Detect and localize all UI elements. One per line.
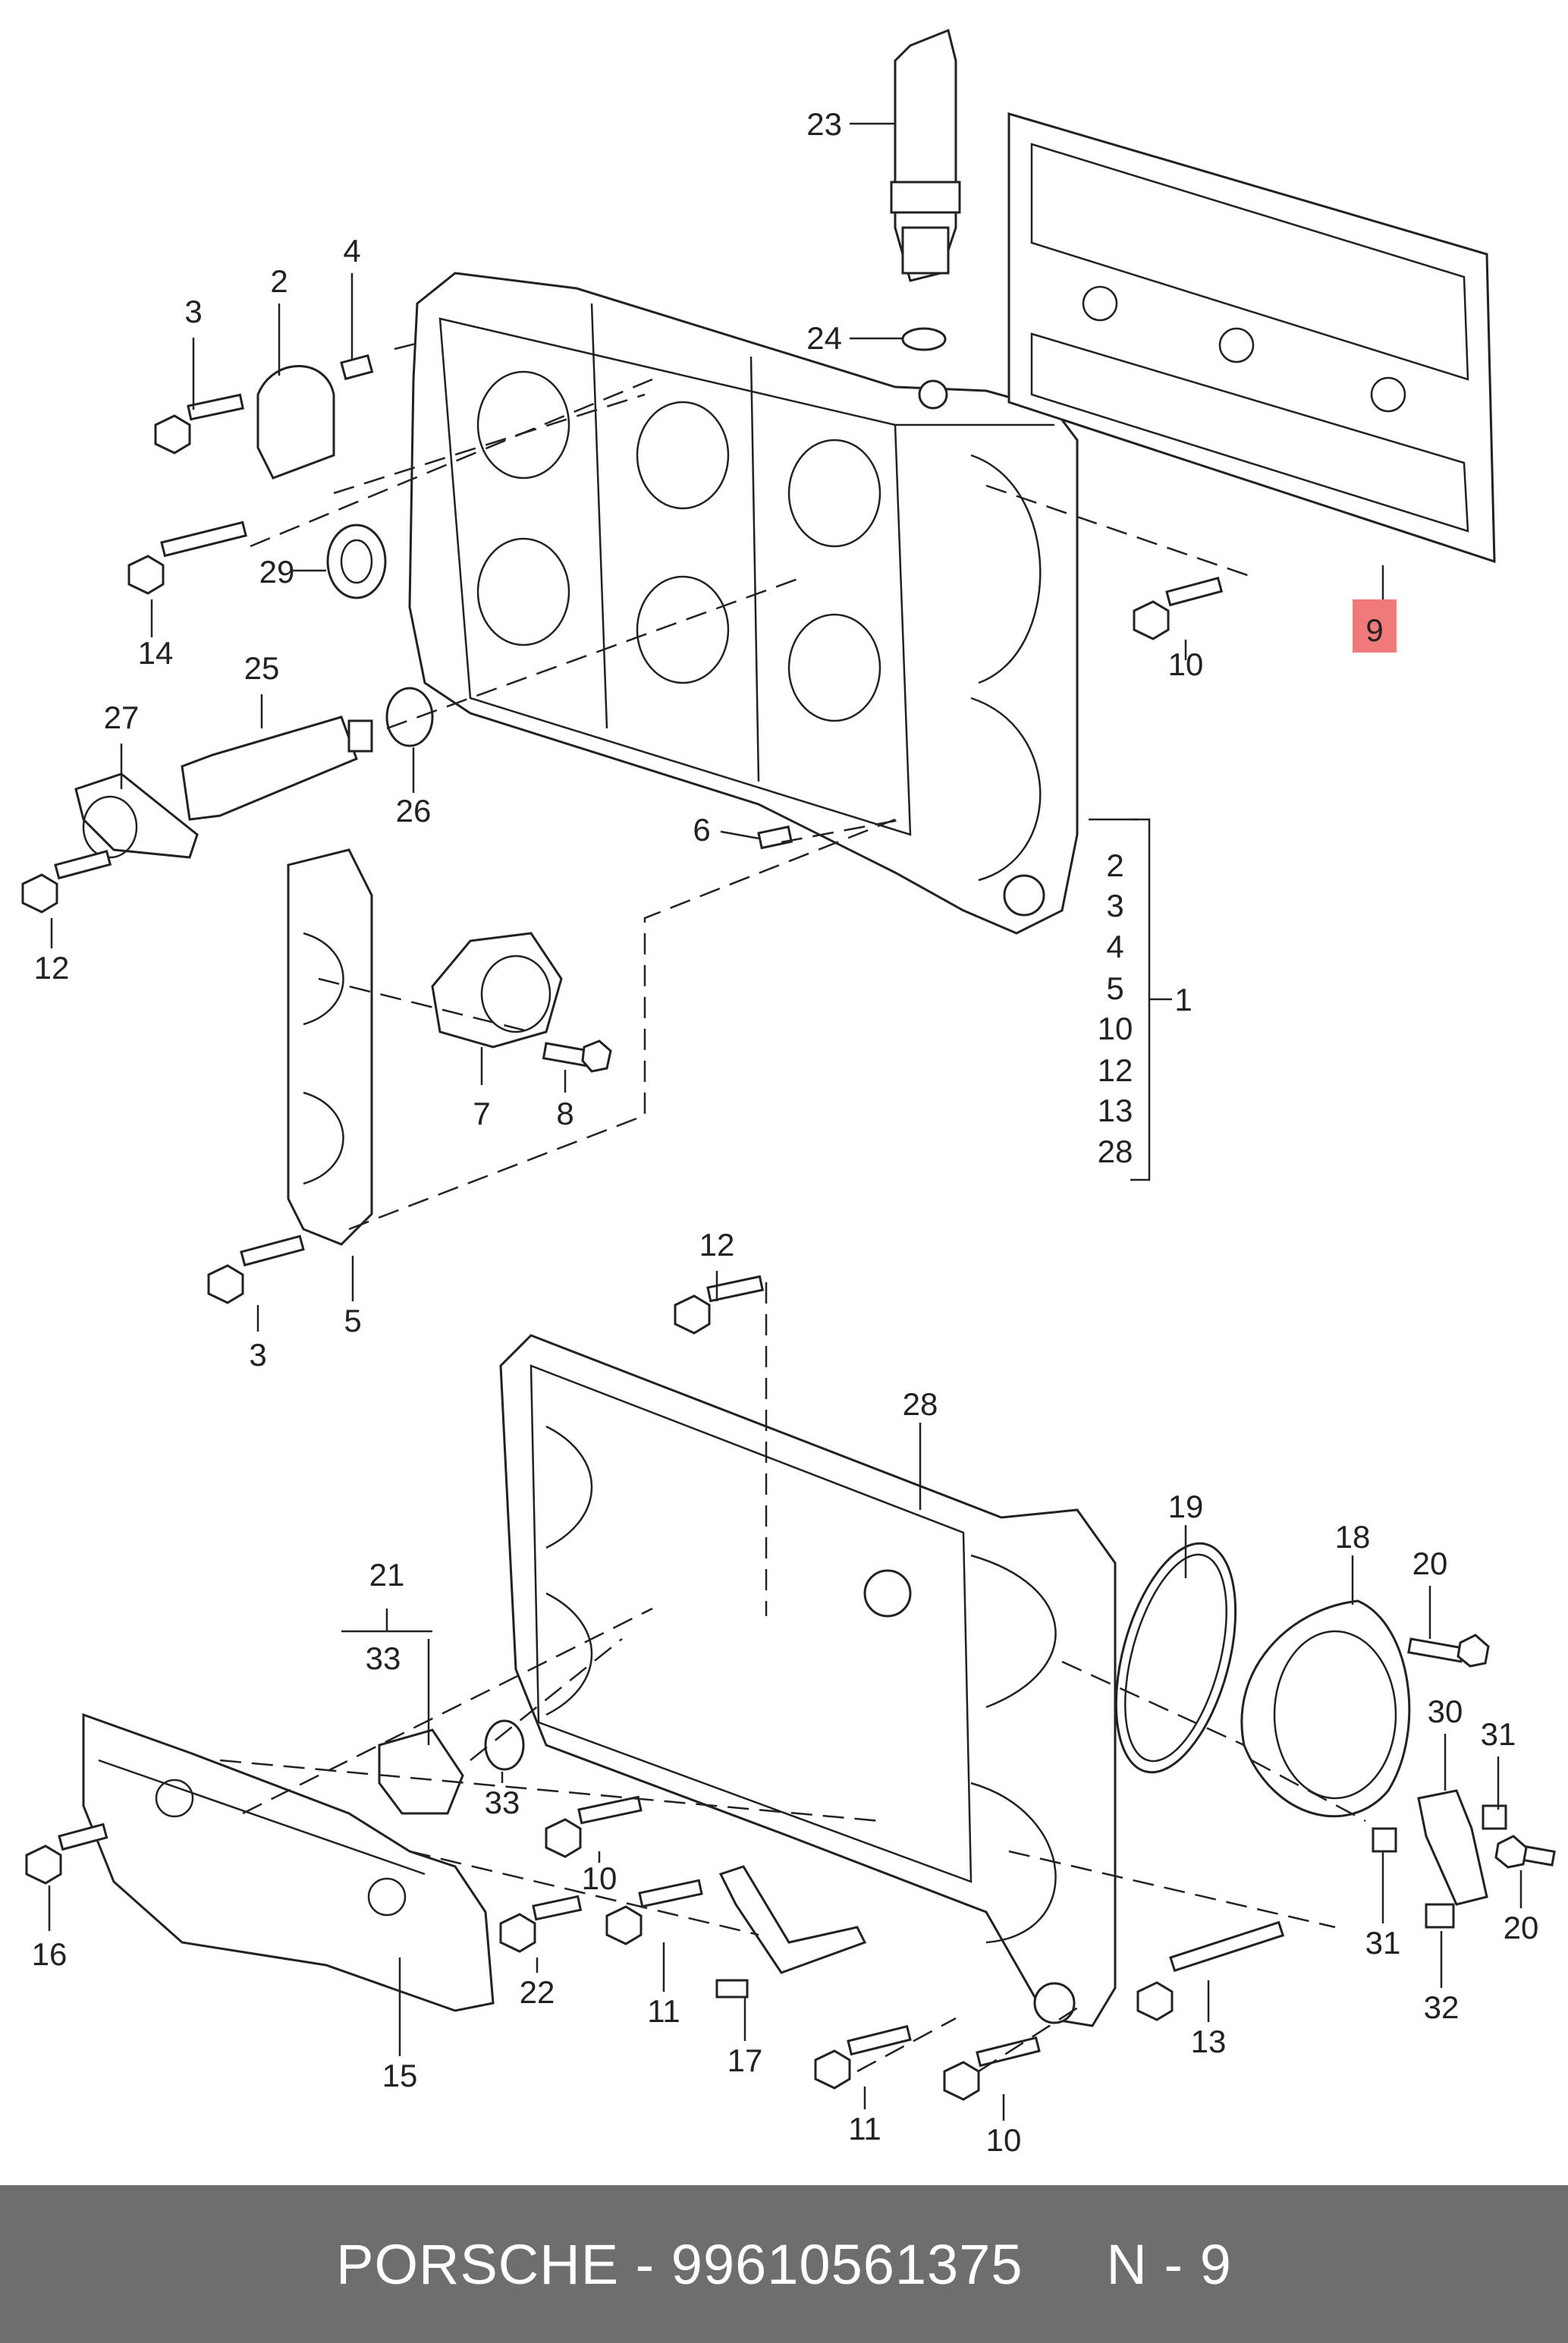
part-20-bolt-right (1494, 1835, 1556, 1869)
callout-20-lower: 20 (1504, 1910, 1539, 1945)
bracket-1-item-7: 28 (1098, 1134, 1133, 1169)
callout-6: 6 (693, 812, 710, 848)
callout-27: 27 (104, 700, 140, 735)
callout-7: 7 (473, 1096, 490, 1131)
footer-part-info: PORSCHE - 99610561375 (336, 2232, 1023, 2296)
part-10-bolt-lower (545, 1795, 643, 1858)
part-23-solenoid-valve (890, 28, 961, 282)
callout-3-lower: 3 (249, 1337, 266, 1373)
part-17-bracket (715, 1865, 867, 1999)
callout-5: 5 (344, 1303, 361, 1338)
bracket-1-item-4: 10 (1098, 1011, 1133, 1046)
callout-3: 3 (184, 294, 202, 329)
callout-18: 18 (1335, 1519, 1371, 1555)
part-2-cap (256, 365, 335, 480)
part-27-bracket (74, 772, 199, 859)
assembly-guide-lines-lower (219, 1282, 1366, 2073)
callout-13: 13 (1191, 2024, 1227, 2059)
bracket-1-item-2: 4 (1106, 929, 1123, 964)
lower-camshaft-housing (499, 1334, 1117, 2027)
part-4-pin (340, 354, 374, 381)
part-5-bearing-cap (287, 848, 373, 1246)
part-10-bolt (1133, 577, 1224, 640)
upper-camshaft-housing (408, 272, 1079, 935)
callout-23: 23 (806, 106, 842, 142)
part-18-cover (1240, 1599, 1411, 1818)
part-22-bolt (499, 1895, 583, 1953)
part-20-bolt (1407, 1634, 1490, 1668)
callout-33-upper: 33 (366, 1640, 401, 1676)
part-29-seal (326, 524, 387, 599)
part-12-bolt-lower (674, 1275, 764, 1335)
part-7-actuator (431, 932, 563, 1049)
bracket-1-item-0: 2 (1106, 848, 1123, 883)
callout-14: 14 (138, 635, 174, 671)
callout-10: 10 (1168, 646, 1204, 682)
part-15-heat-shield (82, 1712, 495, 2012)
callout-22: 22 (520, 1974, 555, 2010)
callout-32: 32 (1424, 1989, 1460, 2025)
part-3-bolt-lower (207, 1234, 305, 1304)
callout-10-lower: 10 (582, 1860, 617, 1896)
callout-16: 16 (32, 1936, 68, 1972)
callout-15: 15 (382, 2058, 418, 2093)
callout-8: 8 (556, 1096, 573, 1131)
callout-25: 25 (244, 650, 280, 686)
part-33-sensor (378, 1719, 525, 1815)
callout-28: 28 (903, 1386, 938, 1422)
callout-4: 4 (343, 233, 360, 269)
callout-30: 30 (1428, 1694, 1463, 1729)
part-6-pin (757, 825, 793, 850)
callout-33-lower: 33 (485, 1785, 520, 1820)
assembly-guide-lines-upper (250, 340, 1252, 1231)
callout-31-right: 31 (1481, 1716, 1516, 1752)
callout-11: 11 (647, 1993, 680, 2029)
callout-20: 20 (1412, 1546, 1448, 1581)
part-11-bolt (605, 1879, 703, 1945)
callout-31-left: 31 (1365, 1925, 1401, 1961)
part-30-bracket (1417, 1789, 1488, 1906)
part-32-clip (1425, 1903, 1455, 1929)
callout-24: 24 (806, 320, 842, 356)
footer-sheet: N - 9 (1106, 2232, 1232, 2296)
callout-12-lower: 12 (699, 1227, 735, 1263)
footer-bar: PORSCHE - 99610561375 N - 9 (0, 2185, 1568, 2343)
part-12-bolt (21, 850, 112, 914)
part-19-o-ring (1114, 1542, 1237, 1774)
callout-29: 29 (259, 554, 295, 590)
part-8-bolt (542, 1039, 612, 1073)
parts-diagram: 23 24 9 3 2 4 14 29 27 25 26 12 10 6 7 8… (21, 28, 1556, 2158)
part-31-clip (1372, 1804, 1507, 1853)
part-9-gasket (1007, 112, 1496, 564)
part-3-bolt (154, 393, 244, 454)
part-25-solenoid (181, 715, 373, 821)
part-14-bolt (127, 520, 247, 595)
callout-26: 26 (396, 793, 432, 829)
callout-1: 1 (1174, 982, 1192, 1017)
callout-9: 9 (1365, 612, 1383, 648)
callout-9-highlight (1353, 599, 1397, 653)
part-10-bolt-bottom (943, 2036, 1041, 2101)
part-16-bolt (25, 1823, 108, 1885)
leader-lines (48, 122, 1522, 2121)
bracket-1-item-1: 3 (1106, 888, 1123, 923)
callout-10-bottom: 10 (986, 2122, 1022, 2158)
part-24-o-ring (901, 327, 947, 351)
bracket-1-item-3: 5 (1106, 970, 1123, 1006)
callout-11-lower: 11 (848, 2111, 881, 2146)
part-26-o-ring (385, 687, 434, 747)
part-11-bolt-lower (814, 2024, 912, 2090)
part-13-bolt (1136, 1920, 1285, 2021)
callout-12: 12 (34, 950, 70, 986)
callout-21: 21 (369, 1557, 405, 1593)
bracket-1-item-6: 13 (1098, 1093, 1133, 1128)
bracket-1-item-5: 12 (1098, 1052, 1133, 1088)
callout-2: 2 (270, 263, 288, 299)
callout-labels: 23 24 9 3 2 4 14 29 27 25 26 12 10 6 7 8… (32, 106, 1539, 2158)
callout-19: 19 (1168, 1489, 1204, 1524)
callout-17: 17 (727, 2043, 763, 2078)
